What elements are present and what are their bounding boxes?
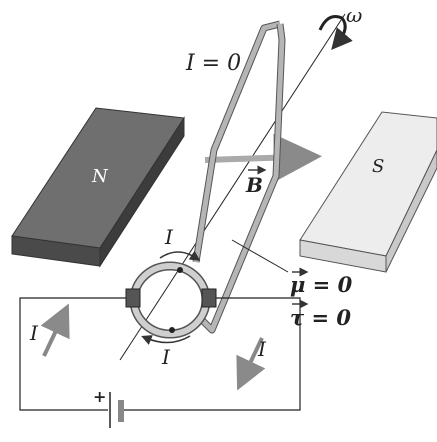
ring-current-arrow-top [159,250,201,261]
rotation-axis [119,13,346,361]
brush-left [125,288,141,308]
circuit-wire-right [124,297,301,411]
circuit-wire [19,297,126,411]
ring-current-arrow-bottom [141,335,191,345]
south-label: S [372,156,384,177]
circuit-current-arrow-right [236,337,266,391]
current-label-bottom: I [161,345,171,369]
north-magnet: N [11,107,185,268]
south-magnet: S [299,111,437,273]
commutator [125,261,217,339]
current-label-top: I [164,225,174,249]
south-magnet-side [385,149,437,273]
north-label: N [91,166,109,187]
field-label: B [245,173,263,197]
rotation-arrow-icon [318,15,353,50]
mu-label-group: μ = 0 [290,267,353,297]
circuit-current-arrow-left [40,303,70,357]
field-arrow [204,133,322,182]
current-zero-label: I = 0 [185,51,241,76]
coil-loop [192,20,286,334]
mu-zero-label: μ = 0 [290,272,353,297]
tau-label-group: τ = 0 [290,299,351,330]
omega-label: ω [346,3,362,27]
annotation-leader [231,239,289,273]
north-magnet-side [99,116,185,268]
current-label-right: I [257,337,267,361]
current-label-left: I [29,321,39,345]
battery-short-plate [118,400,124,422]
tau-zero-label: τ = 0 [290,305,351,330]
south-magnet-top [299,111,437,257]
battery-plus-label: + [93,387,106,406]
brush-right [201,288,217,308]
field-label-group: B [245,165,267,197]
circuit: + [19,297,301,428]
